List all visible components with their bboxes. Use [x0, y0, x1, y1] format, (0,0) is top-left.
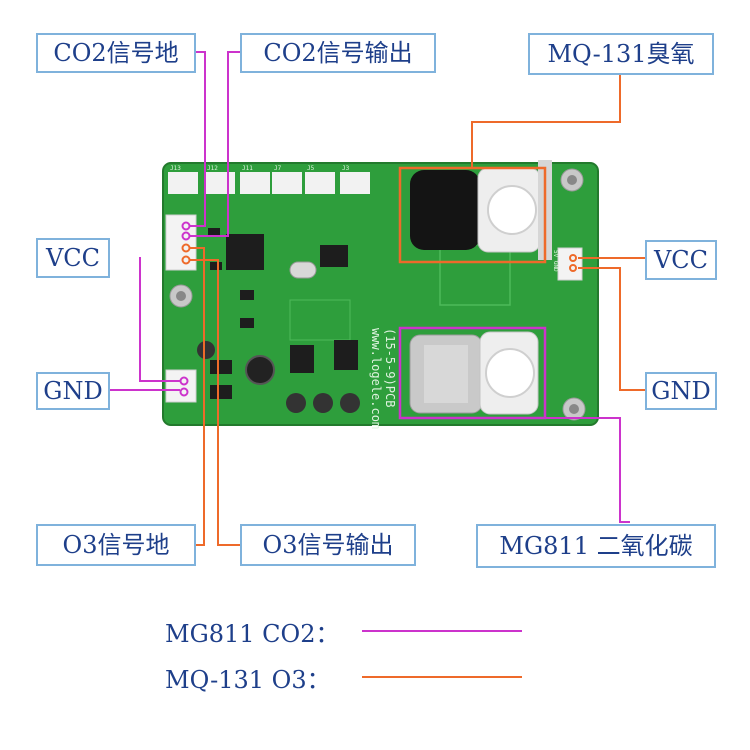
- header-label-j12: J12: [207, 165, 218, 172]
- board-date-text: (15-5-9)PCB: [383, 328, 397, 407]
- pin-markers: [179, 221, 577, 397]
- smd-components: [208, 228, 358, 399]
- legend-o3-line: [362, 676, 522, 678]
- board-website-text: www.logele.com: [369, 328, 383, 429]
- header-label-j13: J13: [170, 165, 181, 172]
- crystal: [289, 261, 317, 279]
- co2-leader-lines: [110, 51, 630, 523]
- electrolytic-capacitors: [197, 341, 360, 413]
- mg811-co2-sensor: [409, 331, 539, 415]
- mounting-holes: [169, 168, 586, 421]
- legend-o3-text: MQ-131 O3：: [165, 666, 331, 694]
- label-co2-signal-output: CO2信号输出: [240, 33, 436, 73]
- power-pin-label: 5V GND: [552, 250, 559, 272]
- top-header-labels: J13 J12 J11 J7 J5 J3: [170, 165, 350, 172]
- legend-co2-text: MG811 CO2：: [165, 620, 340, 648]
- label-o3-signal-output: O3信号输出: [240, 524, 416, 566]
- label-mg811-co2: MG811 二氧化碳: [476, 524, 716, 568]
- label-gnd-left: GND: [36, 372, 110, 410]
- label-co2-signal-ground: CO2信号地: [36, 33, 196, 73]
- label-o3-signal-ground: O3信号地: [36, 524, 196, 566]
- label-gnd-right: GND: [645, 372, 717, 410]
- label-vcc-left: VCC: [36, 238, 110, 278]
- o3-leader-lines: [190, 75, 645, 546]
- left-signal-connector: [165, 214, 197, 271]
- label-vcc-right: VCC: [645, 240, 717, 280]
- header-label-j7: J7: [274, 165, 282, 172]
- header-label-j3: J3: [342, 165, 350, 172]
- microcontroller-chip: [226, 234, 264, 270]
- left-power-connector: [165, 369, 197, 403]
- mq131-ozone-sensor: [410, 160, 552, 260]
- header-label-j11: J11: [242, 165, 253, 172]
- label-mq131-ozone: MQ-131臭氧: [528, 33, 714, 75]
- right-power-connector: [557, 247, 583, 281]
- header-label-j5: J5: [307, 165, 315, 172]
- legend-co2-line: [362, 630, 522, 632]
